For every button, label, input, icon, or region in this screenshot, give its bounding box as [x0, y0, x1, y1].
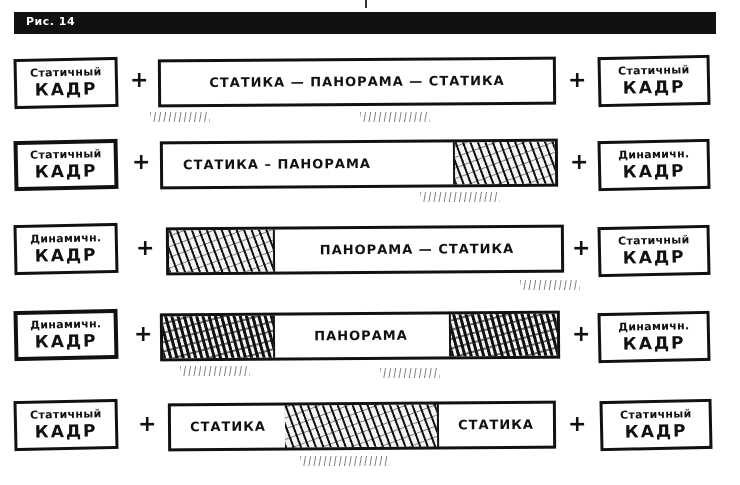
sequence-box: СТАТИКА СТАТИКА	[167, 400, 557, 452]
left-frame-box: Динамичн. КАДР	[13, 308, 119, 362]
segment-label: ПАНОРАМА — СТАТИКА	[319, 241, 515, 258]
right-frame-box: Динамичн. КАДР	[597, 310, 711, 364]
left-frame-word: КАДР	[34, 331, 98, 353]
dynamic-hatch-segment	[162, 315, 276, 359]
left-frame-type: Динамичн.	[30, 231, 102, 246]
plus-sign-left: +	[132, 150, 151, 175]
sequence-box: ПАНОРАМА — СТАТИКА	[165, 224, 565, 276]
segment-text: ПАНОРАМА	[273, 314, 449, 357]
row-4: Динамичн. КАДР + ПАНОРАМА + Динамичн. КА…	[0, 304, 740, 378]
row-3: Динамичн. КАДР + ПАНОРАМА — СТАТИКА + Ст…	[0, 218, 740, 290]
figure-label: Рис. 14	[26, 15, 76, 28]
plus-sign-right: +	[568, 412, 587, 437]
right-frame-word: КАДР	[622, 77, 686, 99]
right-frame-word: КАДР	[622, 247, 686, 269]
segment-label: СТАТИКА — ПАНОРАМА — СТАТИКА	[209, 73, 505, 91]
row-2: Статичный КАДР + СТАТИКА – ПАНОРАМА + Ди…	[0, 132, 740, 202]
left-frame-type: Динамичн.	[30, 317, 102, 332]
dynamic-hatch-segment	[284, 404, 438, 448]
left-frame-box: Динамичн. КАДР	[13, 222, 119, 276]
right-frame-type: Динамичн.	[618, 147, 690, 162]
sequence-box: ПАНОРАМА	[159, 310, 561, 362]
row-5: Статичный КАДР + СТАТИКА СТАТИКА + Стати…	[0, 392, 740, 466]
left-frame-word: КАДР	[34, 421, 98, 443]
left-frame-box: Статичный КАДР	[13, 56, 119, 110]
left-frame-box: Статичный КАДР	[13, 398, 119, 452]
figure-caption-bar: Рис. 14	[14, 12, 716, 34]
right-frame-type: Статичный	[617, 233, 690, 248]
right-frame-box: Динамичн. КАДР	[597, 138, 711, 192]
segment-text: СТАТИКА — ПАНОРАМА — СТАТИКА	[161, 60, 553, 105]
sequence-box: СТАТИКА – ПАНОРАМА	[159, 138, 559, 190]
segment-text: СТАТИКА	[170, 405, 288, 449]
dynamic-hatch-segment	[168, 229, 276, 273]
right-frame-type: Динамичн.	[618, 319, 690, 334]
grass-scribble	[520, 280, 580, 290]
segment-label: СТАТИКА	[189, 419, 267, 435]
left-frame-type: Статичный	[29, 407, 102, 422]
grass-scribble	[420, 192, 500, 202]
right-frame-word: КАДР	[624, 421, 688, 443]
sequence-box: СТАТИКА — ПАНОРАМА — СТАТИКА	[157, 56, 557, 108]
plus-sign-right: +	[572, 322, 591, 347]
segment-text: ПАНОРАМА — СТАТИКА	[273, 228, 561, 272]
left-frame-word: КАДР	[34, 79, 98, 101]
left-frame-type: Статичный	[29, 147, 102, 162]
grass-scribble	[360, 112, 430, 122]
right-frame-word: КАДР	[622, 161, 686, 183]
left-frame-word: КАДР	[34, 245, 98, 267]
right-frame-box: Статичный КАДР	[597, 224, 711, 278]
grass-scribble	[380, 368, 440, 378]
segment-text: СТАТИКА – ПАНОРАМА	[163, 142, 453, 186]
plus-sign-right: +	[572, 236, 591, 261]
left-frame-box: Статичный КАДР	[13, 138, 119, 192]
plus-sign-right: +	[570, 150, 589, 175]
dynamic-hatch-segment	[452, 141, 556, 185]
plus-sign-left: +	[134, 322, 153, 347]
plus-sign-left: +	[138, 412, 157, 437]
right-frame-box: Статичный КАДР	[599, 398, 713, 452]
right-frame-type: Статичный	[617, 63, 690, 78]
grass-scribble	[180, 366, 250, 376]
right-frame-type: Статичный	[619, 407, 692, 422]
plus-sign-right: +	[568, 68, 587, 93]
top-tick-mark	[365, 0, 367, 8]
left-frame-type: Статичный	[29, 65, 102, 80]
plus-sign-left: +	[130, 68, 149, 93]
dynamic-hatch-segment	[448, 313, 558, 357]
right-frame-word: КАДР	[622, 333, 686, 355]
row-1: Статичный КАДР + СТАТИКА — ПАНОРАМА — СТ…	[0, 52, 740, 122]
grass-scribble	[300, 456, 390, 466]
right-frame-box: Статичный КАДР	[597, 54, 711, 108]
segment-label: СТАТИКА	[457, 417, 535, 433]
segment-label: ПАНОРАМА	[314, 328, 408, 344]
plus-sign-left: +	[136, 236, 155, 261]
grass-scribble	[150, 112, 210, 122]
left-frame-word: КАДР	[34, 161, 98, 183]
segment-label: СТАТИКА – ПАНОРАМА	[182, 156, 371, 173]
segment-text: СТАТИКА	[436, 403, 554, 447]
